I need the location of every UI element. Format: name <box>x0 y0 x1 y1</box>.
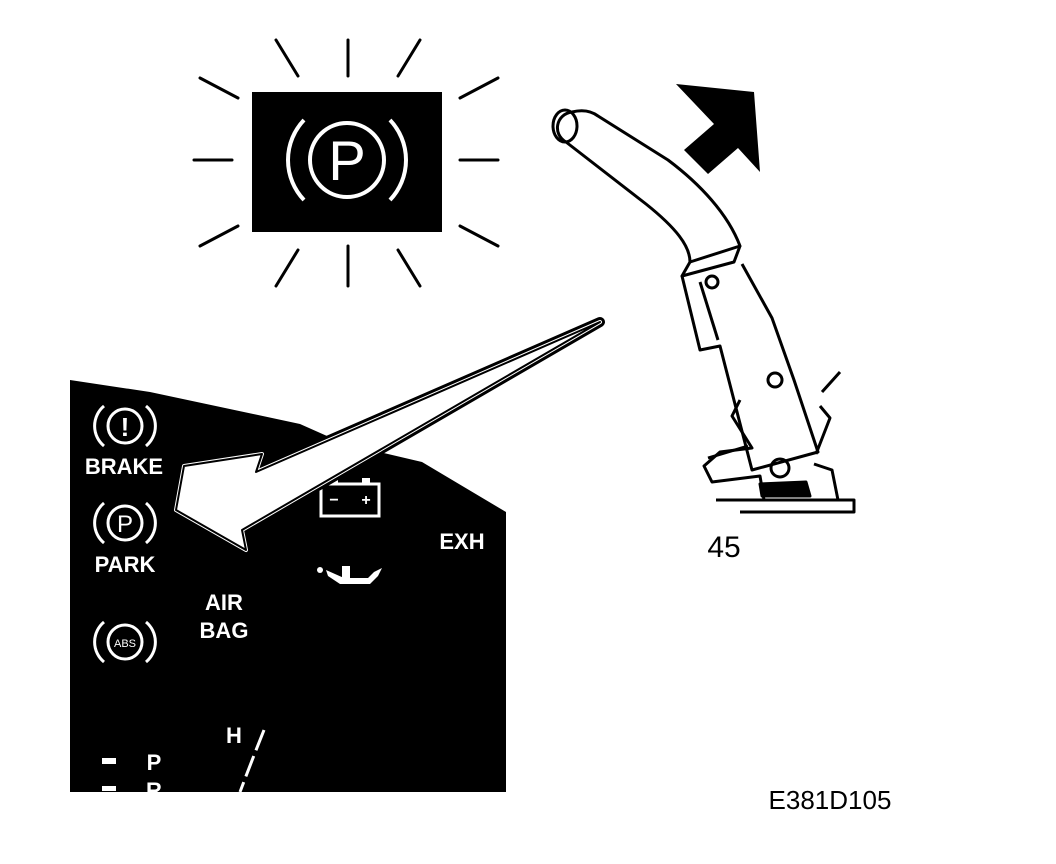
gear-r-label: R <box>146 778 162 803</box>
lamp-box <box>252 92 442 232</box>
gauge-h-label: H <box>226 723 242 748</box>
pull-direction-arrow <box>676 84 760 174</box>
light-rays <box>192 38 500 288</box>
lamp-p-symbol: P <box>328 129 365 192</box>
panel-body <box>70 380 506 792</box>
lever-caption: 45 <box>707 531 740 564</box>
park-warning: P PARK <box>93 501 157 577</box>
exh-label: EXH <box>439 529 484 554</box>
lamp-circle <box>308 121 386 199</box>
airbag-label-line2: BAG <box>200 618 249 643</box>
abs-warning: ABS <box>93 620 157 664</box>
instrument-panel: ! BRAKE P PARK ABS AIR BAG − + <box>70 380 506 803</box>
airbag-label-line1: AIR <box>205 590 243 615</box>
parking-brake-lever <box>551 108 856 514</box>
abs-icon-text: ABS <box>114 638 136 650</box>
lamp-left-arc <box>286 118 306 202</box>
pointer-arrow <box>171 317 605 555</box>
gear-p-marker <box>102 758 116 764</box>
svg-text:−: − <box>329 492 338 509</box>
brake-exclamation-icon: ! <box>121 412 130 442</box>
park-p-icon: P <box>117 511 133 538</box>
lamp-right-arc <box>388 118 408 202</box>
figure-code: E381D105 <box>769 785 892 815</box>
brake-warning: ! BRAKE <box>85 404 163 479</box>
svg-text:+: + <box>361 492 370 509</box>
park-label: PARK <box>95 552 156 577</box>
gear-r-marker <box>102 786 116 791</box>
brake-label: BRAKE <box>85 454 163 479</box>
warning-lamp: P <box>192 38 500 288</box>
gauge-arc <box>238 729 266 793</box>
oil-can-icon <box>317 566 382 584</box>
gear-p-label: P <box>147 750 162 775</box>
